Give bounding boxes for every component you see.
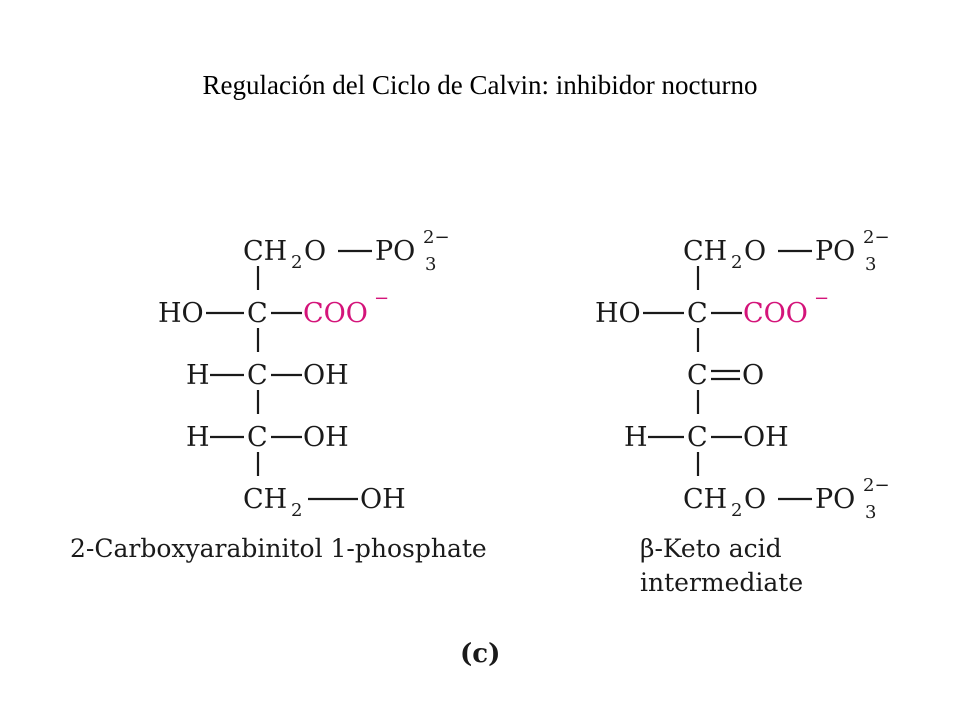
left-r1-ch: CH — [243, 236, 287, 267]
right-r1-ch: CH — [683, 236, 727, 267]
right-r2-c: C — [687, 298, 708, 329]
slide-title: Regulación del Ciclo de Calvin: inhibido… — [202, 70, 758, 100]
right-r2-coo: COO — [743, 298, 808, 329]
right-r1-sub2: 2 — [731, 252, 742, 273]
right-r5-po: PO — [815, 484, 855, 515]
left-r1-po: PO — [375, 236, 415, 267]
right-r1-charge: 2− — [863, 227, 890, 248]
right-r4-oh: OH — [743, 422, 789, 453]
left-r5-oh: OH — [360, 484, 406, 515]
left-r3-c: C — [247, 360, 268, 391]
right-r4-c: C — [687, 422, 708, 453]
left-r4-oh: OH — [303, 422, 349, 453]
left-r1-sub3: 3 — [425, 254, 436, 275]
left-r2-coo: COO — [303, 298, 368, 329]
right-r2-ho: HO — [595, 298, 641, 329]
right-r5-o: O — [744, 484, 766, 515]
left-r4-c: C — [247, 422, 268, 453]
right-r5-sub3: 3 — [865, 502, 876, 523]
left-r5-sub2: 2 — [291, 500, 302, 521]
right-r1-po: PO — [815, 236, 855, 267]
right-caption-line1: β-Keto acid — [640, 534, 782, 563]
left-r2-charge: − — [374, 288, 389, 309]
left-r1-o: O — [304, 236, 326, 267]
right-r1-o: O — [744, 236, 766, 267]
left-r2-c: C — [247, 298, 268, 329]
left-r5-ch: CH — [243, 484, 287, 515]
right-r3-c: C — [687, 360, 708, 391]
left-r1-charge: 2− — [423, 227, 450, 248]
left-r4-h: H — [186, 422, 210, 453]
right-r2-charge: − — [814, 288, 829, 309]
left-r1-sub2: 2 — [291, 252, 302, 273]
left-r3-h: H — [186, 360, 210, 391]
right-r5-sub2: 2 — [731, 500, 742, 521]
right-r3-o: O — [742, 360, 764, 391]
right-r5-charge: 2− — [863, 475, 890, 496]
right-caption-line2: intermediate — [640, 568, 803, 597]
molecule-2-carboxyarabinitol-1-phosphate: CH 2 O PO 3 2− HO C COO − H C OH H C OH … — [70, 227, 487, 563]
left-r2-ho: HO — [158, 298, 204, 329]
left-r3-oh: OH — [303, 360, 349, 391]
panel-label: (c) — [460, 639, 500, 669]
right-r5-ch: CH — [683, 484, 727, 515]
left-caption: 2-Carboxyarabinitol 1-phosphate — [70, 534, 487, 563]
molecule-beta-keto-acid-intermediate: CH 2 O PO 3 2− HO C COO − C O H C OH CH … — [595, 227, 890, 597]
right-r4-h: H — [624, 422, 648, 453]
right-r1-sub3: 3 — [865, 254, 876, 275]
